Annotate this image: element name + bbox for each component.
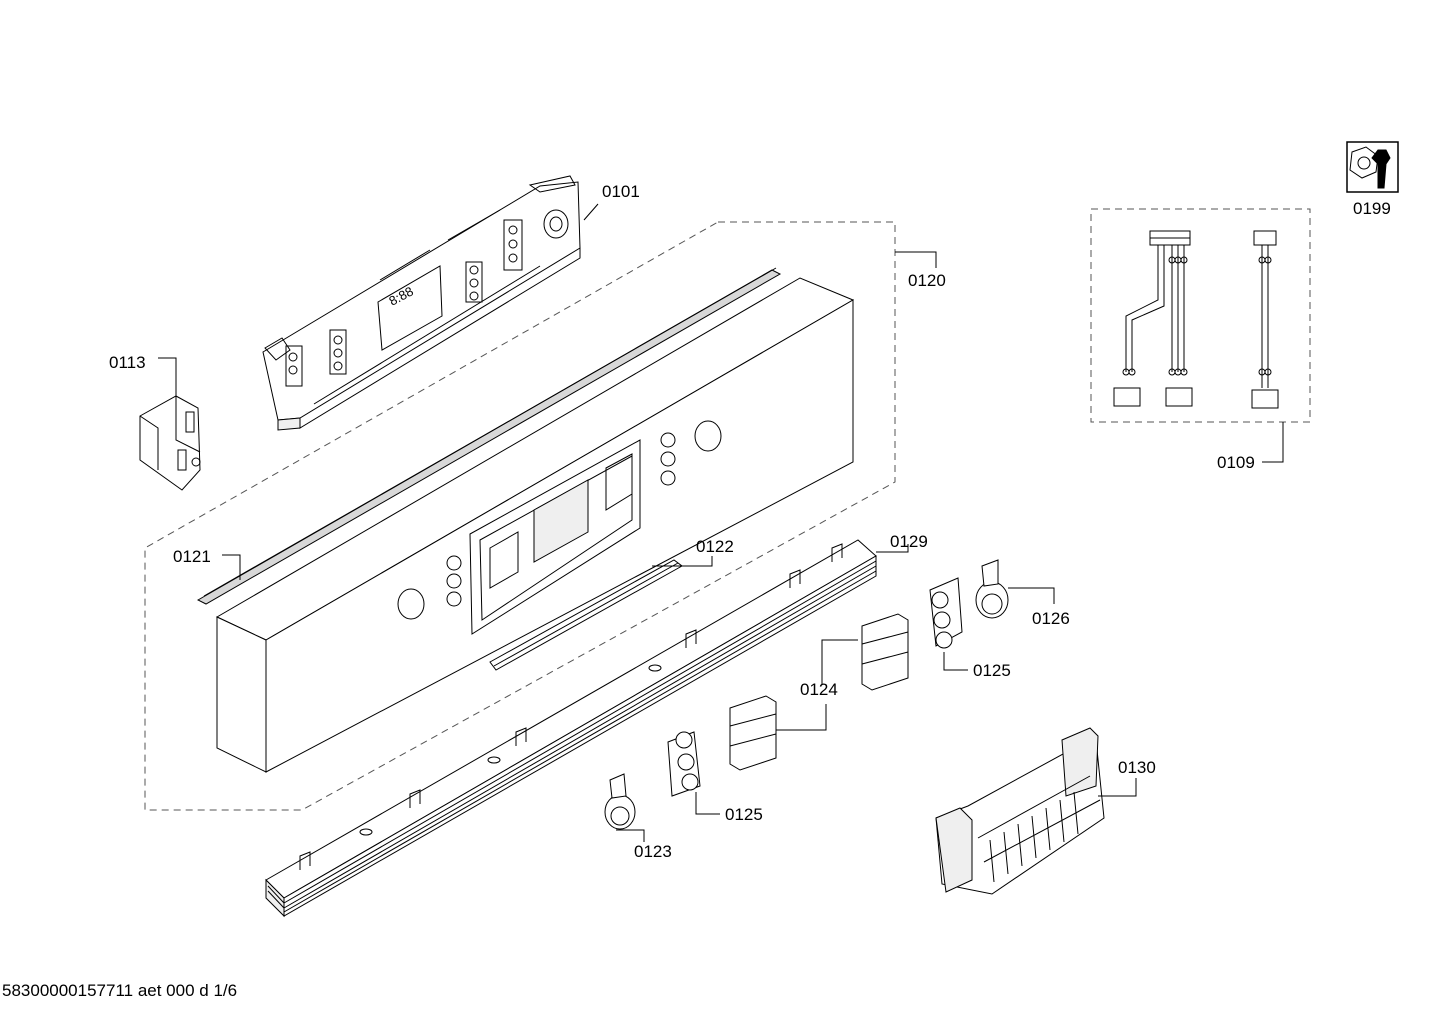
wrench-nut-icon <box>1346 141 1399 193</box>
part-0125-buttons-upper <box>929 577 963 649</box>
callout-0126: 0126 <box>1032 609 1070 628</box>
callout-0129: 0129 <box>890 532 928 551</box>
callout-0113: 0113 <box>109 353 146 372</box>
part-0123-rotary-knob <box>604 773 636 830</box>
callout-0130: 0130 <box>1118 758 1156 777</box>
callout-0109: 0109 <box>1217 453 1255 472</box>
callout-0101: 0101 <box>602 182 640 201</box>
callout-0121: 0121 <box>173 547 211 566</box>
part-0101-control-module: 8:88 <box>262 175 581 431</box>
leader-lines <box>158 203 1284 842</box>
part-0109-wiring-harness <box>1090 208 1311 423</box>
callout-0120: 0120 <box>908 271 946 290</box>
callout-0122: 0122 <box>696 537 734 556</box>
part-control-panel-facia <box>215 277 855 773</box>
callout-0199: 0199 <box>1353 199 1391 218</box>
callout-0125-lower: 0125 <box>725 805 763 824</box>
callout-0124: 0124 <box>800 680 838 699</box>
document-id: 58300000157711 aet 000 d 1/6 <box>2 981 238 1000</box>
part-0121-trim-strip <box>196 267 782 605</box>
part-0124-switch-blocks <box>729 613 909 771</box>
part-0113-bracket <box>139 395 201 491</box>
callout-labels: 0101 0120 0113 0109 0199 0121 0122 0129 … <box>109 182 1391 861</box>
callout-0123: 0123 <box>634 842 672 861</box>
part-0129-base-rail <box>265 539 877 918</box>
callout-0125-upper: 0125 <box>973 661 1011 680</box>
part-0126-knob <box>975 559 1009 619</box>
part-0125-buttons-lower <box>667 731 701 797</box>
part-0130-comb-bracket <box>935 727 1105 895</box>
